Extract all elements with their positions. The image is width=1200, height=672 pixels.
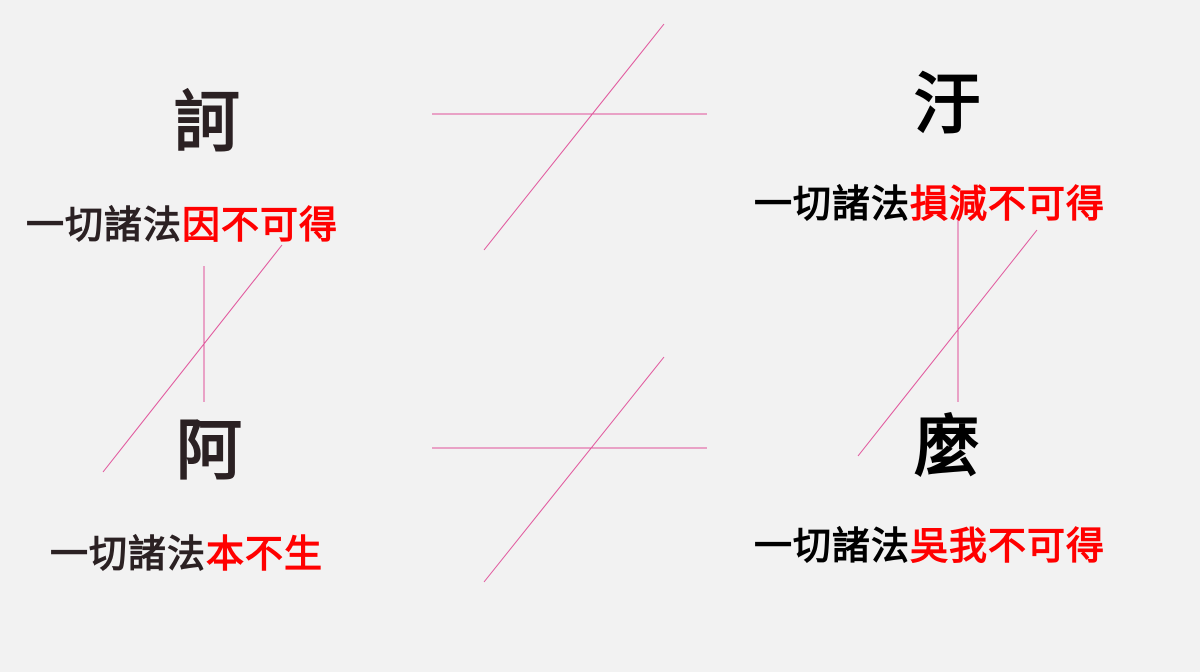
phrase-u-highlight: 損減不可得 bbox=[910, 182, 1106, 226]
phrase-a: 一切諸法本不生 bbox=[50, 535, 323, 573]
right-connector-slash bbox=[857, 229, 1038, 457]
phrase-ma-highlight: 吳我不可得 bbox=[910, 524, 1106, 568]
phrase-u: 一切諸法損減不可得 bbox=[754, 185, 1105, 223]
top-connector-slash bbox=[483, 23, 665, 251]
phrase-u-prefix: 一切諸法 bbox=[754, 182, 911, 226]
phrase-a-highlight: 本不生 bbox=[206, 532, 324, 576]
phrase-ka: 一切諸法因不可得 bbox=[26, 206, 338, 244]
siddham-char-a: 阿 bbox=[176, 412, 242, 489]
phrase-ka-prefix: 一切諸法 bbox=[26, 203, 183, 247]
phrase-ka-highlight: 因不可得 bbox=[182, 203, 339, 247]
left-connector-slash bbox=[102, 244, 283, 473]
siddham-char-u: 汙 bbox=[914, 66, 980, 143]
bottom-connector-slash bbox=[483, 356, 665, 583]
phrase-ma: 一切諸法吳我不可得 bbox=[754, 527, 1105, 565]
phrase-ma-prefix: 一切諸法 bbox=[754, 524, 911, 568]
siddham-char-ka: 訶 bbox=[174, 84, 240, 161]
siddham-char-ma: 麼 bbox=[914, 408, 980, 485]
phrase-a-prefix: 一切諸法 bbox=[50, 532, 207, 576]
